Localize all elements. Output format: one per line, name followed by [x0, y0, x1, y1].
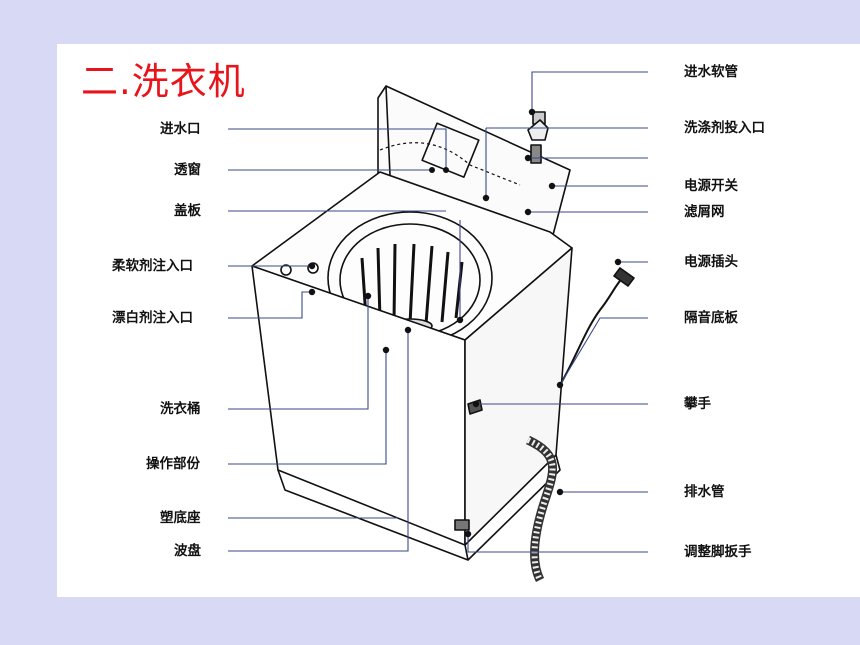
label-water-inlet: 进水口	[160, 121, 201, 137]
label-lid: 盖板	[174, 203, 201, 219]
label-power-switch: 电源开关	[684, 178, 738, 194]
label-bleach-inlet: 漂白剂注入口	[112, 310, 193, 326]
slide-title: 二.洗衣机	[81, 60, 246, 103]
label-foot-adjust-wrench: 调整脚扳手	[684, 544, 752, 560]
label-lint-filter: 滤屑网	[684, 204, 725, 220]
label-softener-inlet: 柔软剂注入口	[112, 258, 193, 274]
label-window: 透窗	[174, 162, 201, 178]
label-inlet-hose: 进水软管	[684, 64, 738, 80]
label-detergent-inlet: 洗涤剂投入口	[684, 120, 765, 136]
label-control-section: 操作部份	[146, 456, 200, 472]
label-pulsator: 波盘	[174, 543, 201, 559]
label-drain-hose: 排水管	[684, 484, 725, 500]
label-plastic-base: 塑底座	[160, 510, 201, 526]
label-handle: 攀手	[684, 396, 711, 412]
label-wash-tub: 洗衣桶	[160, 401, 201, 417]
label-power-plug: 电源插头	[684, 254, 738, 270]
label-sound-insulation-base: 隔音底板	[684, 310, 738, 326]
